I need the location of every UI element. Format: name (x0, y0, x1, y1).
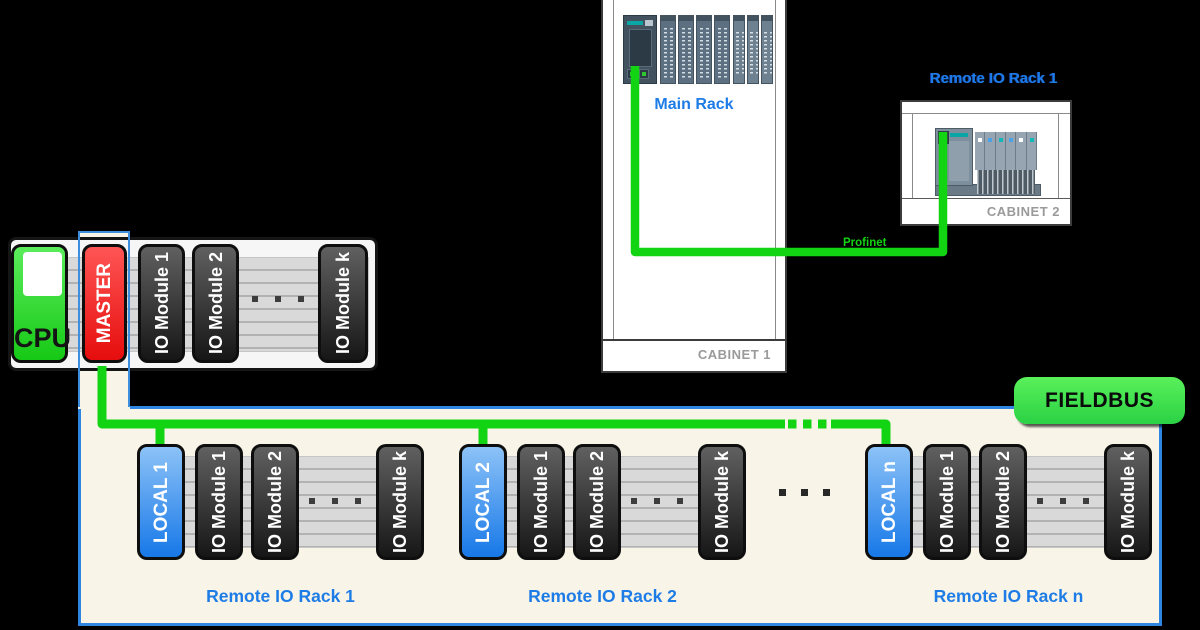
more-racks-ellipsis (779, 489, 830, 496)
siemens-logo-strip (627, 21, 643, 25)
io-module-k: IO Module k (318, 244, 368, 363)
local-2-label: LOCAL 2 (472, 461, 494, 543)
remote-io-rack-n: LOCAL n IO Module 1 IO Module 2 IO Modul… (865, 440, 1152, 615)
io-module-k: IO Module k (698, 444, 746, 560)
device-terminal-blocks (977, 170, 1035, 194)
plc-screen (629, 29, 652, 67)
local-n-label: LOCAL n (878, 461, 900, 543)
device-interface-module (935, 128, 973, 186)
local-1-module: LOCAL 1 (137, 444, 185, 560)
cabinet-1: CABINET 1 (601, 0, 787, 373)
plc-io-card (696, 15, 712, 84)
io-module-1-label: IO Module 1 (151, 252, 172, 355)
plc-io-card-wide (747, 15, 759, 84)
plc-main-rack-image (620, 13, 774, 86)
io-module-1: IO Module 1 (923, 444, 971, 560)
ellipsis-dots (631, 498, 683, 504)
rack-name: Remote IO Rack n (933, 586, 1084, 606)
cpu-label: CPU (14, 323, 72, 353)
cabinet-2-top-line (902, 113, 1070, 114)
io-module-k-label: IO Module k (333, 252, 353, 355)
plc-io-card-wide (733, 15, 745, 84)
io-module-2-label: IO Module 2 (265, 450, 285, 553)
plc-io-card (678, 15, 694, 84)
rack-name: Remote IO Rack 1 (206, 586, 355, 606)
device-bus-port (938, 131, 949, 144)
remote-io-device-image (935, 122, 1041, 198)
cabinet-2: CABINET 2 (900, 100, 1072, 226)
cabinet-1-door-line-right (775, 0, 776, 339)
io-module-1: IO Module 1 (138, 244, 185, 363)
ellipsis-dots (252, 296, 304, 302)
io-module-k: IO Module k (1104, 444, 1152, 560)
plc-display-chip (645, 20, 653, 26)
master-rack: CPU MASTER IO Module 1 IO Module 2 IO Mo… (8, 237, 378, 371)
plc-io-card-wide (761, 15, 773, 84)
io-module-2: IO Module 2 (192, 244, 239, 363)
master-module: MASTER (82, 244, 127, 363)
cabinet-2-label: CABINET 2 (986, 204, 1060, 219)
local-1-label: LOCAL 1 (150, 461, 172, 543)
io-module-2: IO Module 2 (251, 444, 299, 560)
io-module-2: IO Module 2 (573, 444, 621, 560)
plc-cpu-module (623, 15, 657, 84)
main-rack-title: Main Rack (654, 96, 734, 113)
io-module-2-label: IO Module 2 (205, 252, 226, 355)
io-module-k-label: IO Module k (390, 450, 410, 553)
rack-name: Remote IO Rack 2 (528, 586, 677, 606)
remote-io-rack-1: LOCAL 1 IO Module 1 IO Module 2 IO Modul… (137, 440, 424, 615)
cpu-display (23, 252, 62, 296)
io-module-1-label: IO Module 1 (937, 450, 957, 553)
io-module-1: IO Module 1 (517, 444, 565, 560)
fieldbus-label: FIELDBUS (1045, 388, 1154, 412)
device-front-plate (949, 141, 969, 181)
io-module-2: IO Module 2 (979, 444, 1027, 560)
local-n-module: LOCAL n (865, 444, 913, 560)
io-module-2-label: IO Module 2 (993, 450, 1013, 553)
cabinet-1-band-line (603, 339, 785, 341)
plc-port-2 (639, 69, 649, 79)
cabinet-2-band-line (902, 198, 1070, 199)
cabinet-1-label: CABINET 1 (697, 347, 771, 362)
siemens-logo-strip (950, 133, 968, 137)
local-2-module: LOCAL 2 (459, 444, 507, 560)
io-module-1: IO Module 1 (195, 444, 243, 560)
cabinet-2-door-line-left (912, 113, 913, 198)
ellipsis-dots (309, 498, 361, 504)
cabinet-1-door-line-left (613, 0, 614, 339)
io-module-k-label: IO Module k (1118, 450, 1138, 553)
cpu-module: CPU (11, 244, 72, 363)
remote-io-rack-2: LOCAL 2 IO Module 1 IO Module 2 IO Modul… (459, 440, 746, 615)
io-module-k-label: IO Module k (712, 450, 732, 553)
plc-io-card (714, 15, 730, 84)
cabinet-2-door-line-right (1058, 113, 1059, 198)
device-io-slices (975, 132, 1037, 170)
profinet-label: Profinet (843, 237, 887, 249)
plc-io-card (660, 15, 676, 84)
master-label: MASTER (94, 263, 115, 344)
fieldbus-badge: FIELDBUS (1014, 377, 1185, 424)
remote-io-rack-1-title: Remote IO Rack 1 (930, 70, 1058, 87)
io-module-2-label: IO Module 2 (587, 450, 607, 553)
io-module-1-label: IO Module 1 (209, 450, 229, 553)
plc-port-1 (627, 69, 637, 79)
ellipsis-dots (1037, 498, 1089, 504)
io-module-1-label: IO Module 1 (531, 450, 551, 553)
io-module-k: IO Module k (376, 444, 424, 560)
